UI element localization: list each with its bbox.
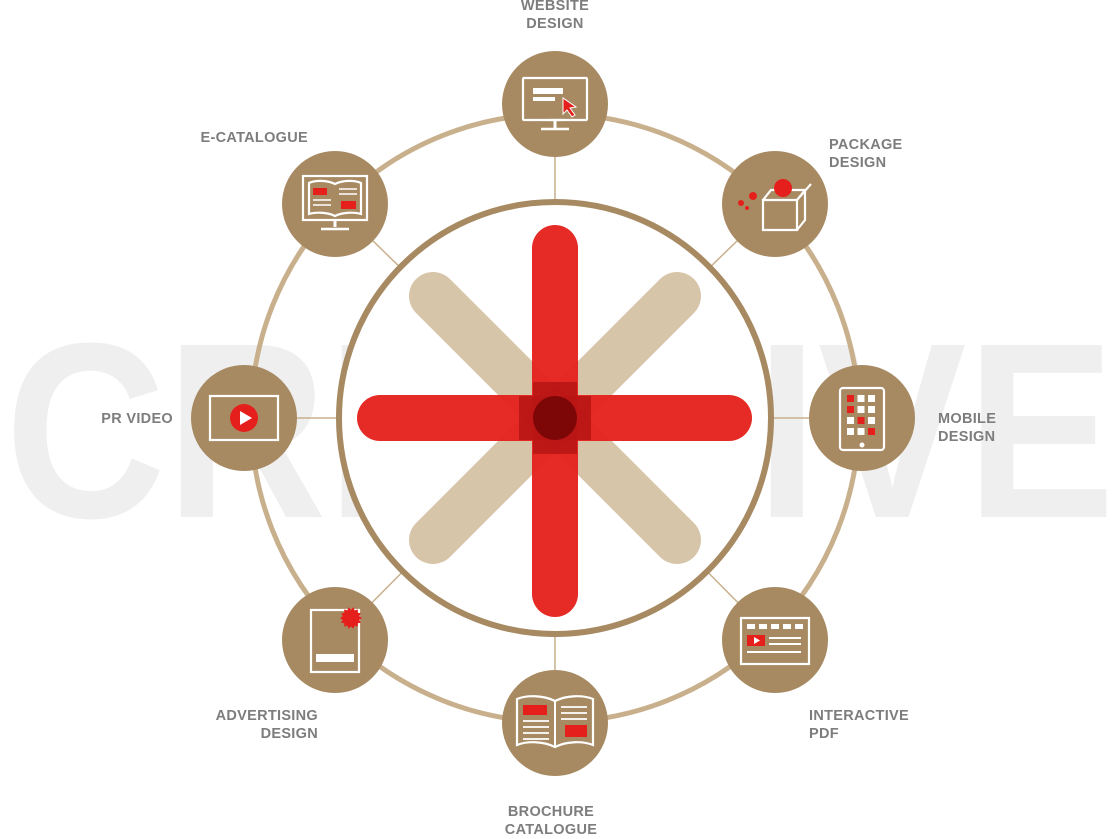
center-hub [533,396,577,440]
monitor-book-icon [301,174,369,231]
label-pr-video: PR VIDEO [101,410,173,428]
node-circle [502,51,608,157]
label-line: DESIGN [526,16,584,32]
label-line: DESIGN [938,429,996,445]
node-interactive-pdf [722,587,828,693]
label-line: PDF [809,726,839,742]
node-circle [722,587,828,693]
node-pr-video [191,365,297,471]
node-brochure [502,670,608,776]
label-brochure: BROCHURE CATALOGUE [505,803,597,839]
label-line: WEBSITE [520,0,590,14]
video-play-icon [208,394,280,442]
label-website: WEBSITE DESIGN [521,0,589,33]
node-circle [282,151,388,257]
node-circle [722,151,828,257]
label-line: PR VIDEO [101,411,173,427]
tablet-apps-icon [838,386,886,452]
node-website [502,51,608,157]
node-circle [282,587,388,693]
label-line: MOBILE [938,411,997,427]
interactive-pdf-icon [739,616,811,666]
label-line: DESIGN [829,155,887,171]
label-mobile: MOBILE DESIGN [938,410,996,446]
package-box-icon [738,179,812,232]
label-line: DESIGN [260,726,318,742]
open-book-icon [515,695,595,749]
monitor-cursor-icon [521,76,589,131]
node-e-catalogue [282,151,388,257]
label-interactive-pdf: INTERACTIVE PDF [809,707,909,743]
label-package: PACKAGE DESIGN [829,136,903,172]
center-overlap [519,382,591,454]
label-advertising: ADVERTISING DESIGN [216,707,318,743]
label-line: E-CATALOGUE [200,130,308,146]
label-line: PACKAGE [829,137,903,153]
poster-badge-icon [309,607,362,674]
label-line: CATALOGUE [504,822,598,838]
node-package [722,151,828,257]
node-mobile [809,365,915,471]
label-e-catalogue: E-CATALOGUE [201,129,308,147]
label-line: INTERACTIVE [809,708,909,724]
label-line: ADVERTISING [215,708,318,724]
label-line: BROCHURE [507,804,595,820]
node-advertising [282,587,388,693]
